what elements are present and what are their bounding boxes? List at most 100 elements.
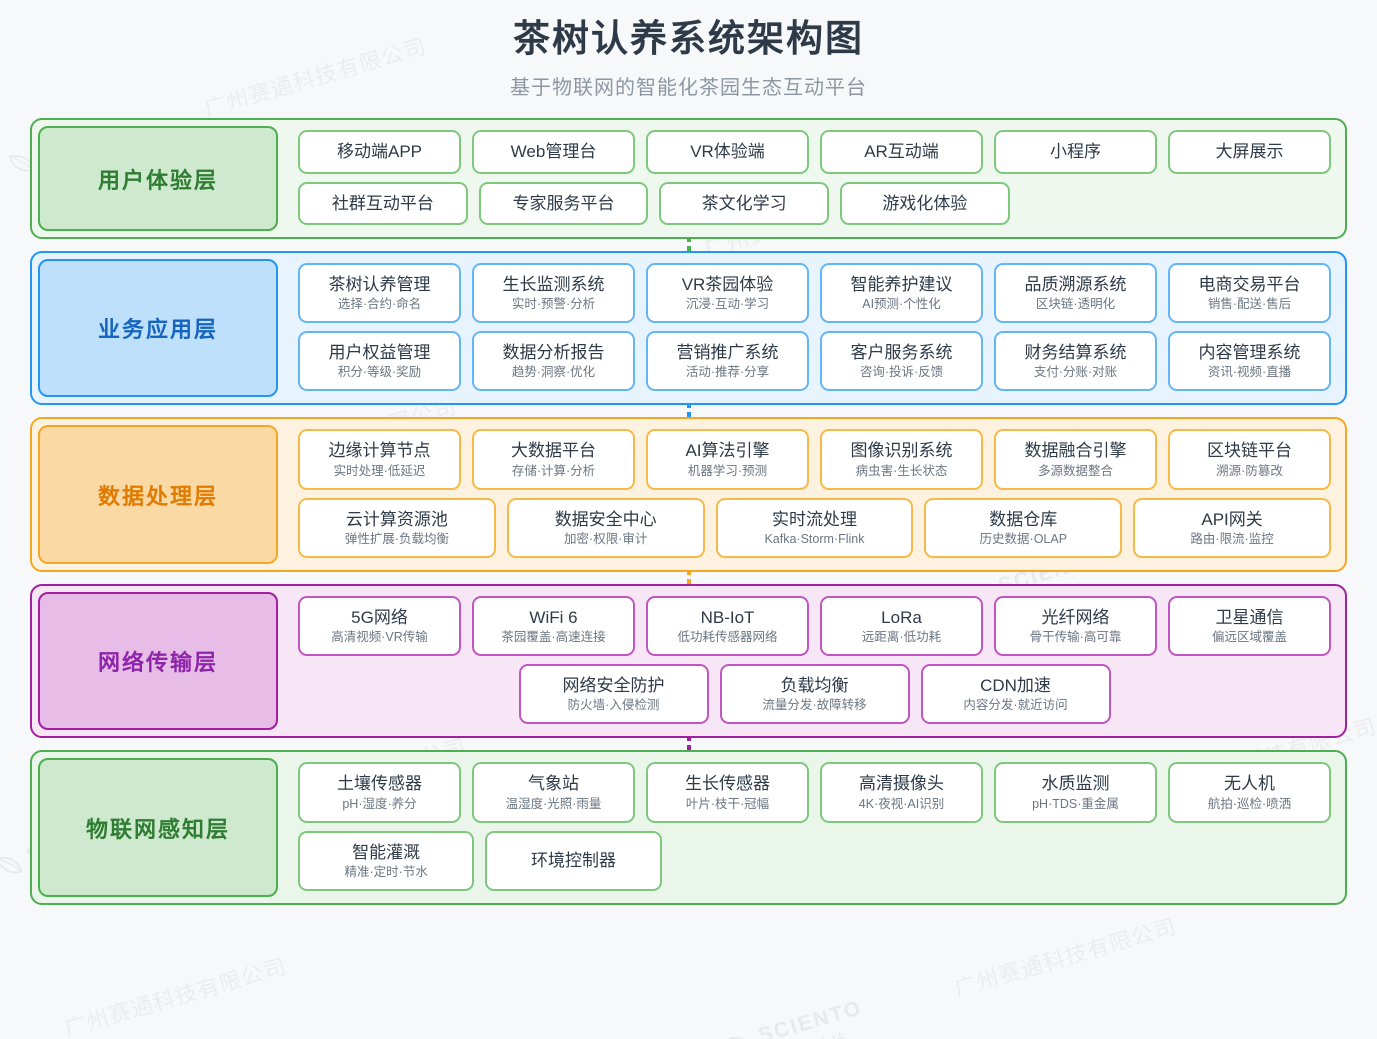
module-title: WiFi 6 <box>529 607 578 627</box>
module-card[interactable]: 5G网络高清视频·VR传输 <box>298 595 461 656</box>
module-title: 财务结算系统 <box>1024 343 1127 362</box>
module-card[interactable]: 数据安全中心加密·权限·审计 <box>506 497 705 558</box>
module-card[interactable]: 智能灌溉精准·定时·节水 <box>298 830 475 891</box>
module-card[interactable]: 图像识别系统病虫害·生长状态 <box>820 429 983 490</box>
module-card[interactable]: 大数据平台存储·计算·分析 <box>472 429 635 490</box>
module-subtitle: 弹性扩展·负载均衡 <box>344 531 449 546</box>
module-title: 茶文化学习 <box>701 193 787 213</box>
module-title: 用户权益管理 <box>328 343 431 362</box>
module-title: 负载均衡 <box>780 676 849 695</box>
module-title: 数据融合引擎 <box>1024 441 1127 461</box>
module-title: 内容管理系统 <box>1198 343 1301 362</box>
module-card[interactable]: 移动端APP <box>298 130 461 174</box>
layer-label-1[interactable]: 用户体验层 <box>38 126 278 231</box>
module-card[interactable]: Web管理台 <box>472 130 635 174</box>
row-spacer <box>1181 182 1331 225</box>
module-card[interactable]: 负载均衡流量分发·故障转移 <box>719 664 910 725</box>
module-card[interactable]: 品质溯源系统区块链·透明化 <box>994 262 1157 323</box>
module-card[interactable]: 边缘计算节点实时处理·低延迟 <box>298 429 461 490</box>
module-card[interactable]: LoRa 远距离·低功耗 <box>820 595 983 656</box>
module-card[interactable]: 内容管理系统资讯·视频·直播 <box>1168 331 1331 392</box>
module-title: VR体验端 <box>690 142 765 162</box>
module-title: 土壤传感器 <box>337 774 422 794</box>
module-title: 营销推广系统 <box>676 343 779 362</box>
module-card[interactable]: 光纤网络骨干传输·高可靠 <box>994 595 1157 656</box>
module-card[interactable]: AI算法引擎机器学习·预测 <box>646 429 809 490</box>
module-card[interactable]: 专家服务平台 <box>478 181 649 225</box>
module-title: 水质监测 <box>1041 774 1110 794</box>
layer-label-4[interactable]: 网络传输层 <box>38 591 278 731</box>
module-title: AI算法引擎 <box>685 441 770 461</box>
module-card[interactable]: 数据融合引擎多源数据整合 <box>994 429 1157 490</box>
module-title: 数据仓库 <box>989 509 1058 529</box>
module-subtitle: 病虫害·生长状态 <box>855 463 948 478</box>
module-title: API网关 <box>1201 509 1263 529</box>
module-card[interactable]: 财务结算系统支付·分账·对账 <box>994 331 1157 392</box>
module-subtitle: 内容分发·就近访问 <box>963 698 1068 713</box>
module-card[interactable]: 数据仓库历史数据·OLAP <box>924 497 1123 558</box>
layer-label-5[interactable]: 物联网感知层 <box>38 758 278 897</box>
layer-5-row-2: 智能灌溉精准·定时·节水环境控制器 <box>298 830 1331 891</box>
module-title: LoRa <box>881 607 922 627</box>
module-card[interactable]: 生长传感器叶片·枝干·冠幅 <box>646 762 809 823</box>
module-card[interactable]: 电商交易平台销售·配送·售后 <box>1168 262 1331 323</box>
module-title: 气象站 <box>528 774 579 794</box>
row-spacer <box>1175 831 1331 891</box>
module-card[interactable]: VR体验端 <box>646 130 809 174</box>
module-card[interactable]: 无人机航拍·巡检·喷洒 <box>1168 762 1331 823</box>
module-title: 大屏展示 <box>1215 142 1284 162</box>
module-card[interactable]: AR互动端 <box>820 130 983 174</box>
module-card[interactable]: 区块链平台溯源·防篡改 <box>1168 429 1331 490</box>
layer-label-2[interactable]: 业务应用层 <box>38 258 278 398</box>
layer-label-text: 网络传输层 <box>97 650 218 675</box>
module-card[interactable]: 环境控制器 <box>485 830 662 891</box>
module-card[interactable]: 茶树认养管理选择·合约·命名 <box>298 262 461 323</box>
module-card[interactable]: 用户权益管理积分·等级·奖励 <box>298 331 461 392</box>
module-subtitle: 路由·限流·监控 <box>1190 531 1274 546</box>
module-subtitle: 区块链·透明化 <box>1035 297 1116 311</box>
module-card[interactable]: VR茶园体验沉浸·互动·学习 <box>646 262 809 323</box>
module-subtitle: 存储·计算·分析 <box>511 463 596 478</box>
module-card[interactable]: 小程序 <box>994 130 1157 174</box>
module-title: 专家服务平台 <box>512 193 615 213</box>
module-card[interactable]: 大屏展示 <box>1168 130 1331 174</box>
module-subtitle: 偏远区域覆盖 <box>1211 630 1287 644</box>
module-title: 边缘计算节点 <box>328 441 431 461</box>
module-card[interactable]: API网关路由·限流·监控 <box>1133 497 1331 558</box>
module-card[interactable]: 客户服务系统咨询·投诉·反馈 <box>820 331 983 392</box>
module-subtitle: 选择·合约·命名 <box>337 297 422 311</box>
module-card[interactable]: 气象站温湿度·光照·雨量 <box>472 762 635 823</box>
row-spacer <box>840 831 996 891</box>
module-title: 生长监测系统 <box>502 274 605 294</box>
layer-label-text: 物联网感知层 <box>85 816 230 842</box>
module-card[interactable]: 社群互动平台 <box>298 181 468 225</box>
module-subtitle: 支付·分账·对账 <box>1033 365 1118 380</box>
module-subtitle: 远距离·低功耗 <box>861 630 942 644</box>
layer-connector <box>686 236 691 251</box>
module-card[interactable]: 游戏化体验 <box>840 181 1010 225</box>
module-card[interactable]: 网络安全防护防火墙·入侵检测 <box>518 664 709 725</box>
module-card[interactable]: 卫星通信偏远区域覆盖 <box>1168 595 1331 656</box>
module-card[interactable]: 数据分析报告趋势·洞察·优化 <box>472 331 635 392</box>
module-card[interactable]: 云计算资源池弹性扩展·负载均衡 <box>298 497 496 558</box>
module-title: 图像识别系统 <box>850 441 953 461</box>
module-card[interactable]: CDN加速内容分发·就近访问 <box>920 664 1111 725</box>
module-card[interactable]: 生长监测系统实时·预警·分析 <box>472 262 635 323</box>
module-title: 无人机 <box>1224 774 1275 794</box>
layer-label-3[interactable]: 数据处理层 <box>38 425 278 564</box>
module-card[interactable]: 营销推广系统活动·推荐·分享 <box>646 331 809 392</box>
module-card[interactable]: 茶文化学习 <box>659 181 830 225</box>
